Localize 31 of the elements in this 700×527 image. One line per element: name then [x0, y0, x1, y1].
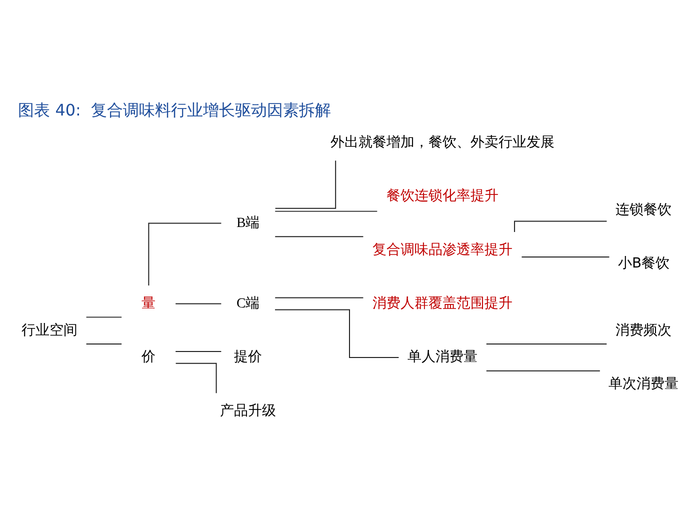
connector [86, 343, 122, 344]
diagram-title: 图表 40: 复合调味料行业增长驱动因素拆解 [18, 100, 331, 120]
node-text: 外出就餐增加，餐饮、外卖行业发展 [330, 134, 554, 150]
node-text: 行业空间 [21, 322, 78, 338]
connector [175, 350, 222, 352]
connector [486, 370, 600, 371]
connector [521, 256, 610, 258]
node-text: 单次消费量 [608, 375, 679, 392]
connector [274, 296, 364, 298]
node-text: B端 [236, 215, 260, 230]
node-text: 消费人群覆盖范围提升 [372, 294, 512, 311]
node-text: 单人消费量 [407, 348, 478, 365]
connector [274, 236, 364, 237]
connector [274, 210, 378, 212]
node-text: 价 [142, 348, 156, 365]
node-text: 餐饮连锁化率提升 [386, 188, 498, 204]
node-text: 小B餐饮 [618, 255, 670, 272]
connector [486, 343, 608, 344]
connector [175, 302, 222, 304]
connector [274, 160, 336, 208]
node-text: 复合调味品渗透率提升 [372, 241, 512, 258]
node-text: 连锁餐饮 [616, 201, 672, 218]
node-text: 产品升级 [220, 402, 276, 418]
connector [274, 308, 400, 358]
node-text: 消费频次 [616, 322, 672, 338]
node-text: C端 [236, 296, 260, 311]
connector [175, 362, 217, 394]
connector [148, 222, 222, 286]
connector [86, 316, 122, 318]
node-text: 量 [142, 294, 156, 311]
node-text: 提价 [234, 348, 262, 365]
